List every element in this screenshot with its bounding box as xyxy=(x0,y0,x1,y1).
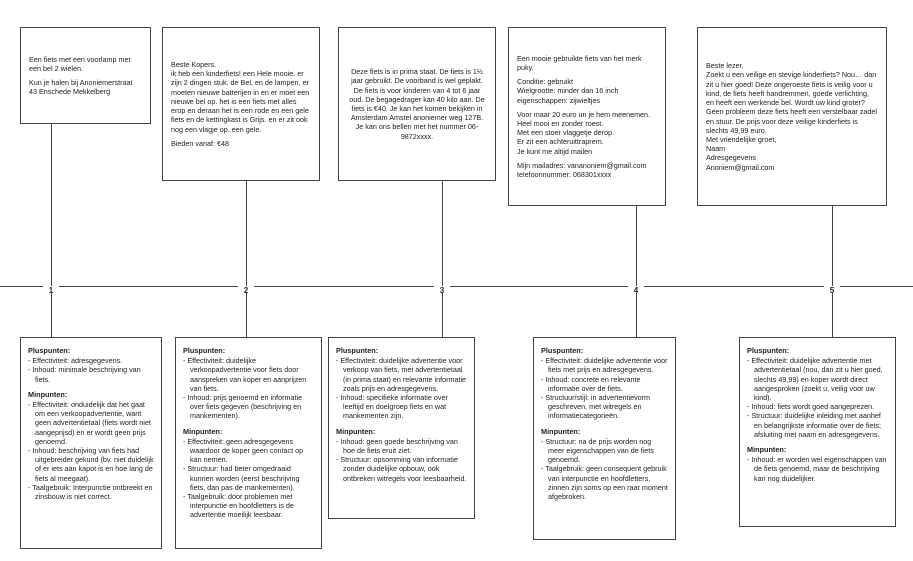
eval-2-plus-item: Inhoud: prijs genoemd en informatie over… xyxy=(183,393,314,421)
eval-2-min-item: Structuur: had beter omgedraaid kunnen w… xyxy=(183,464,314,492)
ad-5-line-3: Met vriendelijke groet, xyxy=(706,134,777,144)
ad-4-line-8: Er zit een achteruittraprem. xyxy=(517,137,604,147)
connector-eval-2 xyxy=(246,293,247,337)
connector-eval-5 xyxy=(832,293,833,337)
ad-4-line-5: Voor maar 20 euro un je hem meenemen. xyxy=(517,109,651,119)
eval-2-plus-title: Pluspunten: xyxy=(183,346,226,355)
eval-5-plus-item: Structuur: duidelijke inleiding met aanh… xyxy=(747,411,888,439)
eval-3-min-item: Inhoud: geen goede beschrijving van hoe … xyxy=(336,437,467,455)
eval-box-4: Pluspunten: Effectiviteit: duidelijke ad… xyxy=(533,337,676,540)
eval-1-min-list: Effectiviteit: onduidelijk dat het gaat … xyxy=(28,400,154,501)
eval-4-plus-item: Structuur/stijl: in advertentievorm gesc… xyxy=(541,393,668,421)
eval-1-plus-list: Effectiviteit: adresgegevens. Inhoud: mi… xyxy=(28,356,154,384)
ad-4-line-10: Mijn mailadres: vananoniem@gmail.com xyxy=(517,160,647,170)
eval-4-plus-item: Inhoud: concrete en relevante informatie… xyxy=(541,375,668,393)
timeline-label-2: 2 xyxy=(238,286,254,295)
eval-box-1: Pluspunten: Effectiviteit: adresgegevens… xyxy=(20,337,162,549)
eval-3-plus-item: Effectiviteit: duidelijke advertentie vo… xyxy=(336,356,467,393)
ad-2-line-3: Bieden vanaf: €48 xyxy=(171,138,229,148)
eval-4-min-item: Structuur: na de prijs worden nog meer e… xyxy=(541,437,668,465)
eval-4-min-list: Structuur: na de prijs worden nog meer e… xyxy=(541,437,668,501)
timeline-label-4: 4 xyxy=(628,286,644,295)
connector-ad-5 xyxy=(832,206,833,286)
eval-4-plus-list: Effectiviteit: duidelijke advertentie vo… xyxy=(541,356,668,420)
eval-4-plus-item: Effectiviteit: duidelijke advertentie vo… xyxy=(541,356,668,374)
ad-3-line-1: Deze fiets is in prima staat. De fiets i… xyxy=(349,67,485,141)
ad-box-4: Een mooie gebruikte fiets van het merk p… xyxy=(508,27,666,206)
ad-4-line-6: Heel mooi en zonder roest. xyxy=(517,119,604,128)
eval-5-plus-title: Pluspunten: xyxy=(747,346,790,355)
eval-box-3: Pluspunten: Effectiviteit: duidelijke ad… xyxy=(328,337,475,519)
connector-ad-2 xyxy=(246,181,247,286)
eval-1-min-item: Inhoud: beschrijving van fiets had uitge… xyxy=(28,446,154,483)
ad-box-2: Beste Kopers. ik heb een kinderfiets! ee… xyxy=(162,27,320,181)
eval-5-plus-item: Inhoud: fiets wordt goed aangeprezen. xyxy=(747,402,888,411)
connector-ad-4 xyxy=(636,206,637,286)
eval-box-5: Pluspunten: Effectiviteit: duidelijke ad… xyxy=(739,337,896,527)
eval-3-min-item: Structuur: opsomming van informatie zond… xyxy=(336,455,467,483)
ad-5-line-5: Adresgegevens xyxy=(706,153,756,163)
timeline-label-1: 1 xyxy=(43,286,59,295)
ad-5-line-1: Beste lezer, xyxy=(706,61,744,71)
eval-1-min-title: Minpunten: xyxy=(28,389,68,399)
eval-1-plus-item: Inhoud: minimale beschrijving van fiets. xyxy=(28,365,154,383)
eval-2-plus-list: Effectiviteit: duidelijke verkoopadverte… xyxy=(183,356,314,420)
ad-4-line-2: Conditie: gebruikt xyxy=(517,77,573,87)
ad-4-line-7: Met een stoer vlaggetje derop. xyxy=(517,128,615,138)
eval-4-min-item: Taalgebruik: geen consequent gebruik van… xyxy=(541,464,668,501)
ad-4-line-11: telefoonnummer: 068301xxxx xyxy=(517,170,612,180)
eval-3-plus-list: Effectiviteit: duidelijke advertentie vo… xyxy=(336,356,467,420)
connector-eval-1 xyxy=(51,293,52,337)
eval-4-min-title: Minpunten: xyxy=(541,426,581,436)
timeline-axis xyxy=(0,286,913,287)
eval-4-plus-title: Pluspunten: xyxy=(541,346,584,355)
eval-1-min-item: Effectiviteit: onduidelijk dat het gaat … xyxy=(28,400,154,446)
ad-box-3: Deze fiets is in prima staat. De fiets i… xyxy=(338,27,496,181)
eval-5-min-item: Inhoud: er worden wel eigenschappen van … xyxy=(747,455,888,483)
eval-5-plus-list: Effectiviteit: duidelijke advertentie me… xyxy=(747,356,888,439)
timeline-label-5: 5 xyxy=(824,286,840,295)
eval-1-plus-title: Pluspunten: xyxy=(28,346,71,355)
eval-2-plus-item: Effectiviteit: duidelijke verkoopadverte… xyxy=(183,356,314,393)
connector-ad-3 xyxy=(442,181,443,286)
ad-5-line-4: Naam xyxy=(706,144,726,154)
ad-4-line-4: eigenschappen: zijwieltjes xyxy=(517,95,601,105)
timeline-label-3: 3 xyxy=(434,286,450,295)
ad-4-line-3: Wielgrootte: minder dan 16 inch xyxy=(517,86,619,96)
eval-1-plus-item: Effectiviteit: adresgegevens. xyxy=(28,356,154,365)
eval-5-min-list: Inhoud: er worden wel eigenschappen van … xyxy=(747,455,888,483)
ad-2-line-1: Beste Kopers. xyxy=(171,60,217,70)
eval-5-plus-item: Effectiviteit: duidelijke advertentie me… xyxy=(747,356,888,402)
eval-2-min-list: Effectiviteit: geen adresgegevens waardo… xyxy=(183,437,314,520)
eval-3-plus-title: Pluspunten: xyxy=(336,346,379,355)
eval-3-min-title: Minpunten: xyxy=(336,426,376,436)
ad-box-5: Beste lezer, Zoekt u een veilige en stev… xyxy=(697,27,887,206)
connector-eval-4 xyxy=(636,293,637,337)
ad-box-1: Een fiets met een voorlamp met een bel 2… xyxy=(20,27,151,124)
ad-1-line-1: Een fiets met een voorlamp met een bel 2… xyxy=(29,54,131,73)
ad-2-line-2: ik heb een kinderfiets! een Hele mooie. … xyxy=(171,69,310,134)
ad-5-line-2: Zoekt u een veilige en stevige kinderfie… xyxy=(706,70,878,135)
eval-2-min-title: Minpunten: xyxy=(183,426,223,436)
eval-box-2: Pluspunten: Effectiviteit: duidelijke ve… xyxy=(175,337,322,549)
eval-5-min-title: Minpunten: xyxy=(747,445,787,455)
eval-2-min-item: Taalgebruik: door problemen met interpun… xyxy=(183,492,314,520)
eval-3-min-list: Inhoud: geen goede beschrijving van hoe … xyxy=(336,437,467,483)
ad-1-line-2: Kun je halen bij Anoniemerstraat 43 Ensc… xyxy=(29,78,133,97)
connector-ad-1 xyxy=(51,124,52,286)
eval-1-min-item: Taalgebruik: Interpunctie ontbreekt en z… xyxy=(28,483,154,501)
ad-4-line-9: Je kunt me altijd mailen xyxy=(517,146,593,156)
ad-4-line-1: Een mooie gebruikte fiets van het merk p… xyxy=(517,53,642,72)
connector-eval-3 xyxy=(442,293,443,337)
eval-3-plus-item: Inhoud: specifieke informatie over leeft… xyxy=(336,393,467,421)
eval-2-min-item: Effectiviteit: geen adresgegevens waardo… xyxy=(183,437,314,465)
ad-5-line-6: Anoniem@gmail.com xyxy=(706,162,775,172)
